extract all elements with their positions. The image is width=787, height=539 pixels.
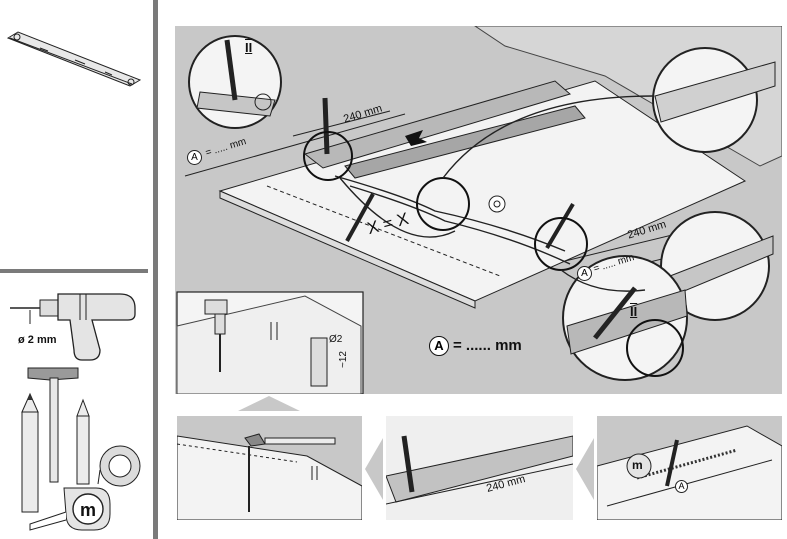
step1-a-marker: A [675,480,688,493]
marker-pencil-icon [76,398,90,485]
step2-illustration [385,416,574,520]
step-badge-top: II [245,40,253,55]
tape-brand-mark: m [80,500,96,520]
tools-column: ø 2 mm m [0,0,150,539]
left-arrow-icon-1 [365,438,383,500]
a-legend-value: = ...... mm [453,337,522,354]
hammer-icon [27,367,79,483]
mounting-template-illustration [6,31,142,87]
column-divider [153,0,158,539]
step1-tape-brand-mark: m [632,458,643,472]
a-marker-right: A [577,266,592,281]
up-arrow-icon [238,396,300,411]
step-panel-3 [176,416,363,521]
inset-depth-label: ~12 [337,351,349,368]
pencil-icon [21,392,39,513]
section-divider [0,269,148,273]
step-panel-1: m A [596,416,783,521]
drill-size-label: ø 2 mm [18,334,57,346]
main-illustration [176,26,782,394]
step3-illustration [176,433,363,521]
a-marker-top: A [187,150,202,165]
step-panel-2: 240 mm [385,416,574,520]
left-arrow-icon-2 [576,438,594,500]
tape-roll-icon [97,445,141,487]
main-installation-diagram: 240 mm 240 mm A = ..... mm A = ..... mm … [175,26,782,394]
step1-illustration [596,425,783,521]
drill-icon [10,293,136,361]
inset-diameter-label: Ø2 [329,334,343,345]
step-badge-bottom: II [630,304,638,319]
measuring-tape-icon: m [29,487,111,531]
a-legend-marker: A [429,336,449,356]
